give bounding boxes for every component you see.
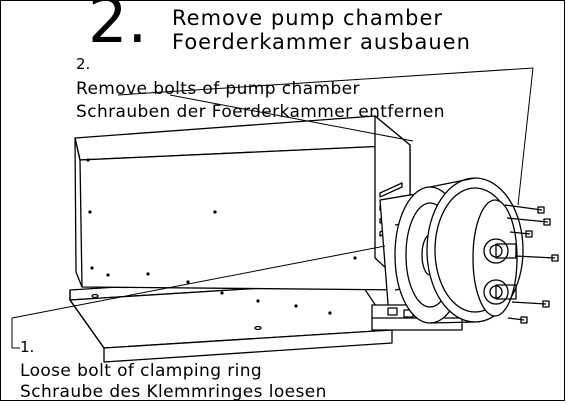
- title-english: Remove pump chamber: [172, 6, 444, 30]
- motor-housing: [74, 115, 411, 291]
- title-german: Foerderkammer ausbauen: [172, 30, 471, 54]
- callout-step2-number: 2.: [76, 55, 91, 73]
- callout-step2-german: Schrauben der Foerderkammer entfernen: [76, 102, 445, 122]
- chamber-bolts: [504, 204, 559, 324]
- leader-lines: [11, 67, 534, 349]
- callout-step2-english: Remove bolts of pump chamber: [76, 79, 360, 99]
- housing-rivets: [86, 158, 357, 315]
- callout-step1-english: Loose bolt of clamping ring: [20, 361, 263, 381]
- callout-step1-number: 1.: [20, 338, 35, 356]
- step-number-heading: 2.: [88, 0, 148, 57]
- callout-step1-german: Schraube des Klemmringes loesen: [20, 382, 327, 402]
- pump-chamber: [472, 199, 518, 317]
